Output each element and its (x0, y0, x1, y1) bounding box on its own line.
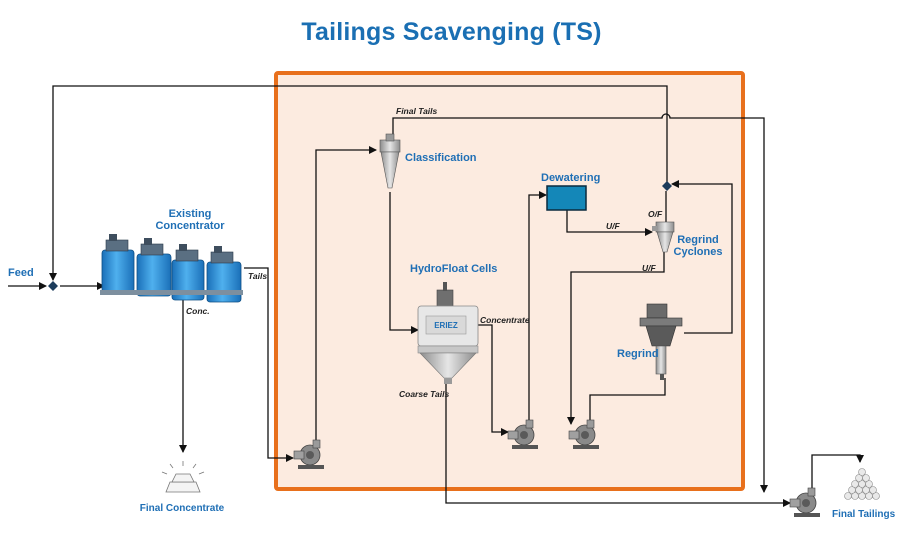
pump-icon (568, 419, 599, 449)
final-tails-line (392, 113, 768, 493)
existing-concentrator-label: Existing Concentrator (150, 208, 230, 232)
regrind-label: Regrind (617, 348, 659, 360)
tails-line (244, 267, 294, 462)
final-concentrate-label: Final Concentrate (139, 503, 225, 514)
regrind-cyclones-line2: Cyclones (673, 246, 723, 258)
regrind-mill-icon (639, 303, 683, 380)
cyclone-junction-diamond-icon (662, 181, 672, 191)
final-tails-label: Final Tails (396, 106, 438, 116)
regrind-cyclones-label: Regrind Cyclones (668, 234, 728, 258)
pump1-to-classification-line (315, 146, 377, 444)
final-tailings-label: Final Tailings (832, 509, 896, 520)
regrind-to-junction-line (671, 180, 733, 334)
cyclone-uf-label: U/F (642, 263, 656, 273)
eriez-logo: ERIEZ (434, 321, 458, 330)
tails-label: Tails (248, 271, 268, 281)
recycle-line (49, 85, 668, 281)
classification-label: Classification (405, 152, 477, 164)
pump2-to-dewatering-line (528, 191, 547, 426)
pump-icon (507, 419, 538, 449)
pump-icon (789, 487, 820, 517)
cyclone-uf-line (567, 252, 665, 425)
classification-to-hydrofloat-line (389, 192, 419, 334)
conc-label: Conc. (186, 306, 210, 316)
regrind-cyclones-line1: Regrind (677, 234, 719, 246)
existing-concentrator-line2: Concentrator (155, 220, 225, 232)
tailings-pile-icon (844, 468, 880, 500)
regrind-cyclone-icon (652, 221, 675, 253)
hydrofloat-cells-label: HydroFloat Cells (410, 263, 498, 275)
concentrate-line (478, 324, 509, 436)
page-title: Tailings Scavenging (TS) (301, 18, 602, 46)
concentrate-label: Concentrate (480, 315, 530, 325)
dewatering-unit (546, 185, 587, 211)
dewatering-label: Dewatering (541, 172, 601, 184)
flotation-tank-icon (100, 234, 243, 303)
hydrofloat-cell-icon (417, 282, 479, 384)
dewatering-uf-label: U/F (606, 221, 620, 231)
coarse-tails-label: Coarse Tails (399, 389, 450, 399)
coarse-tails-line (445, 382, 791, 507)
existing-concentrator-line1: Existing (168, 208, 212, 220)
gold-bars-icon (161, 461, 205, 493)
classification-cyclone-icon (379, 133, 401, 189)
feed-label: Feed (8, 267, 34, 279)
pump3-to-regrind-line (589, 378, 666, 424)
of-label: O/F (648, 209, 663, 219)
final-pump-out-line (811, 454, 864, 492)
dewatering-uf-line (566, 210, 653, 236)
ts-module-area (274, 71, 745, 491)
pump-icon (293, 439, 324, 469)
feed-junction-diamond-icon (48, 281, 58, 291)
